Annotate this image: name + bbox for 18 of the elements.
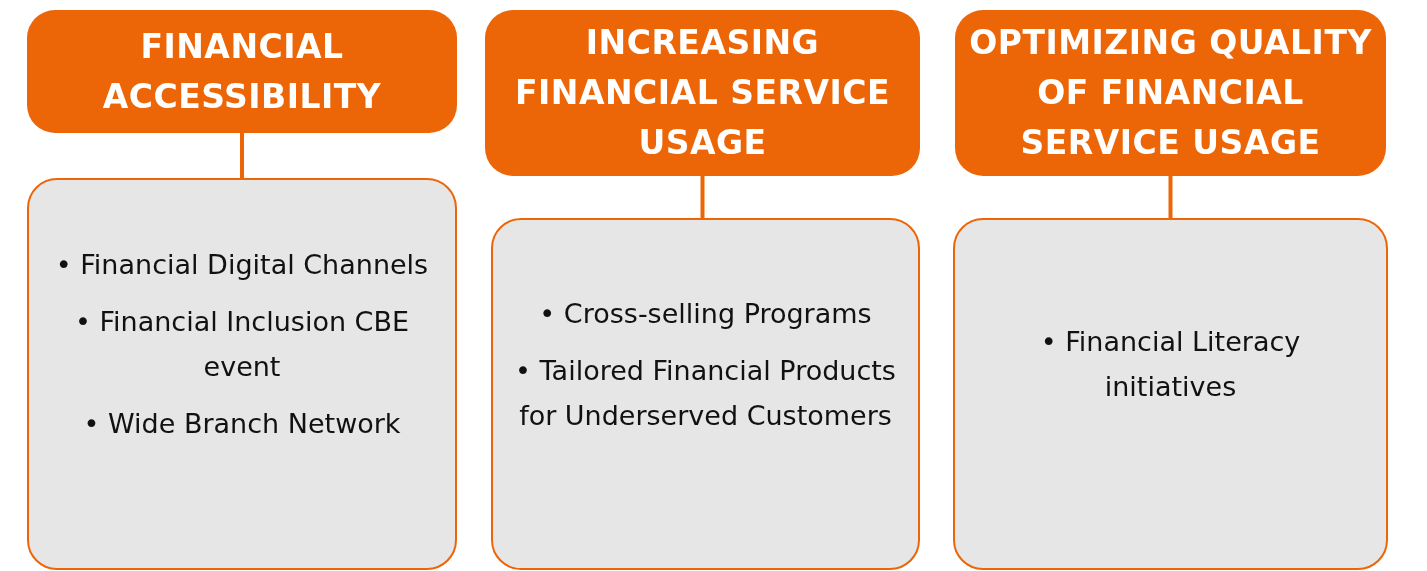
heading-box	[955, 10, 1386, 176]
connector-line	[700, 176, 705, 218]
content-card	[491, 218, 920, 570]
bullet-text: • Financial Digital Channels	[55, 248, 429, 282]
heading-text: INCREASING FINANCIAL SERVICE USAGE	[514, 22, 891, 164]
connector-line	[1168, 176, 1173, 218]
heading-box	[27, 10, 457, 133]
bullet-text: • Tailored Financial Products for Underserved Customers	[514, 353, 897, 433]
heading-box	[485, 10, 920, 176]
bullet-text: • Cross-selling Programs	[539, 296, 872, 331]
bullet-text: • Financial Inclusion CBE event	[73, 305, 411, 384]
bullet-text: • Financial Literacy initiatives	[1039, 325, 1302, 404]
heading-text: FINANCIAL ACCESSIBILITY	[101, 25, 383, 118]
content-card	[27, 178, 457, 570]
connector-line	[240, 133, 244, 178]
heading-text: OPTIMIZING QUALITY OF FINANCIAL SERVICE USAGE	[968, 22, 1373, 164]
bullet-text: • Wide Branch Network	[83, 407, 401, 441]
content-card	[953, 218, 1388, 570]
